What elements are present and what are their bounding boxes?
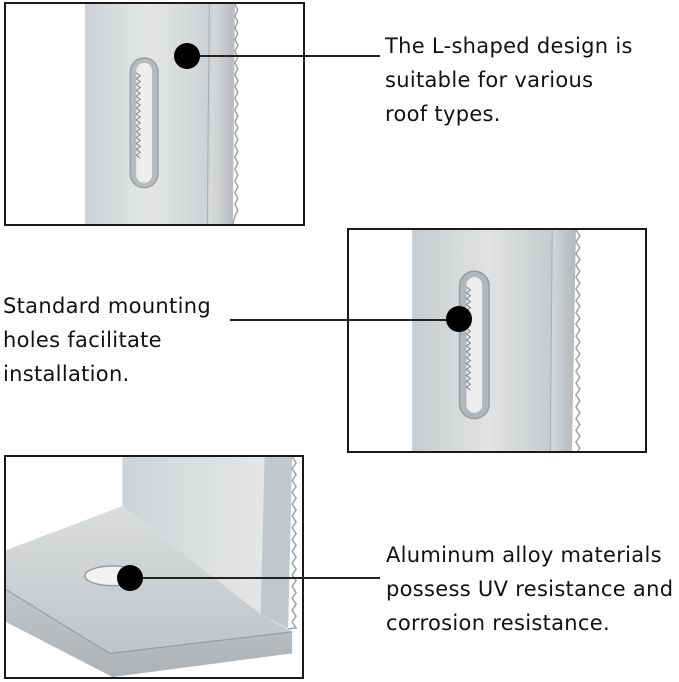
bracket-photo-middle xyxy=(347,228,647,453)
caption-l-shaped-design: The L-shaped design is suitable for vari… xyxy=(385,29,633,131)
bracket-slot-image xyxy=(349,230,645,451)
bracket-photo-bottom xyxy=(4,455,304,679)
callout-line-top xyxy=(186,55,380,57)
callout-line-middle xyxy=(230,319,460,321)
caption-line: holes facilitate xyxy=(3,328,162,352)
caption-line: The L-shaped design is xyxy=(385,34,633,58)
bracket-corner-image xyxy=(6,457,302,677)
caption-line: installation. xyxy=(3,362,130,386)
caption-aluminum-alloy: Aluminum alloy materials possess UV resi… xyxy=(386,538,673,640)
bracket-photo-top xyxy=(4,2,305,226)
callout-line-bottom xyxy=(130,577,380,579)
caption-mounting-holes: Standard mounting holes facilitate insta… xyxy=(3,289,211,391)
caption-line: Standard mounting xyxy=(3,294,211,318)
bracket-face-image xyxy=(6,4,303,224)
caption-line: suitable for various xyxy=(385,68,594,92)
caption-line: Aluminum alloy materials xyxy=(386,543,662,567)
caption-line: possess UV resistance and xyxy=(386,577,674,601)
callout-dot-bottom xyxy=(117,565,143,591)
callout-dot-top xyxy=(174,43,200,69)
callout-dot-middle xyxy=(446,306,472,332)
caption-line: corrosion resistance. xyxy=(386,611,610,635)
caption-line: roof types. xyxy=(385,102,501,126)
